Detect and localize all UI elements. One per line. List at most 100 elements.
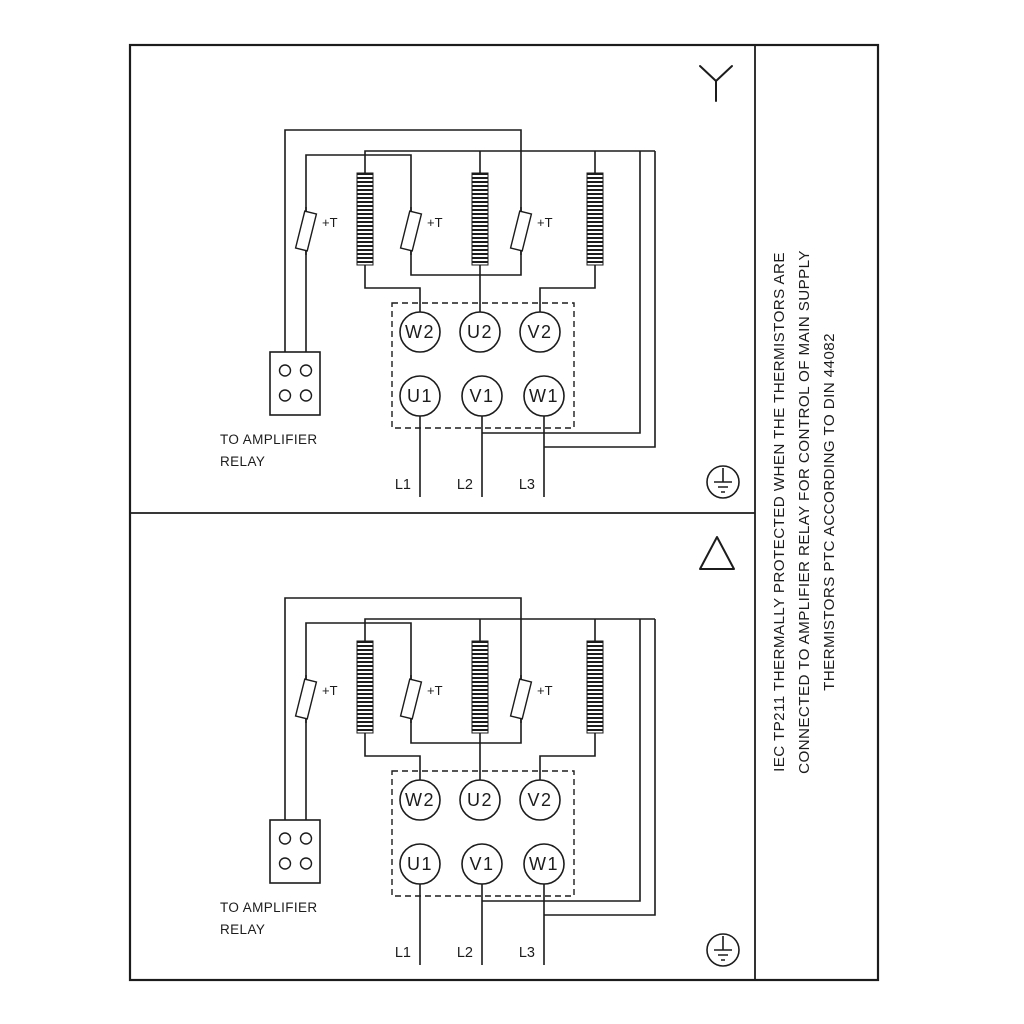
terminal-board-outline bbox=[391, 770, 575, 897]
terminal-board: W2 U2 V2 U1 V1 W1 bbox=[399, 779, 565, 885]
terminal-label: V1 bbox=[469, 854, 494, 874]
terminal-circle bbox=[399, 843, 441, 885]
side-note-line2: CONNECTED TO AMPLIFIER RELAY FOR CONTROL… bbox=[796, 250, 813, 774]
winding-terminal-wire bbox=[364, 733, 596, 780]
terminal-circle bbox=[523, 843, 565, 885]
winding-coil bbox=[586, 640, 604, 734]
thermistor-icon bbox=[509, 210, 533, 252]
terminal-label: W2 bbox=[405, 790, 435, 810]
winding-coil bbox=[471, 640, 489, 734]
supply-label-l1: L1 bbox=[395, 477, 411, 493]
thermistors: +T +T +T bbox=[294, 210, 553, 252]
terminal-u1: U1 bbox=[399, 375, 441, 417]
terminal-board-outline bbox=[391, 302, 575, 429]
ground-icon bbox=[706, 465, 740, 499]
relay-pin bbox=[278, 832, 292, 845]
frame bbox=[128, 43, 880, 982]
panel-star: +T +T +T W2 U2 V2 U1 bbox=[220, 65, 740, 499]
supply-label-l2: L2 bbox=[457, 945, 473, 961]
terminal-v1: V1 bbox=[461, 843, 503, 885]
terminal-v2: V2 bbox=[519, 311, 561, 353]
amplifier-relay-connector: TO AMPLIFIER RELAY bbox=[220, 819, 321, 937]
terminal-v1: V1 bbox=[461, 375, 503, 417]
terminal-w2: W2 bbox=[399, 779, 441, 821]
relay-pin bbox=[278, 857, 292, 870]
terminal-label: V2 bbox=[527, 322, 552, 342]
terminal-circle bbox=[399, 311, 441, 353]
terminal-v2: V2 bbox=[519, 779, 561, 821]
motor-windings bbox=[356, 640, 604, 734]
winding-coil bbox=[586, 172, 604, 266]
ground-mark bbox=[714, 468, 732, 493]
terminal-label: W1 bbox=[529, 854, 559, 874]
relay-pin bbox=[299, 857, 313, 870]
thermistor-icon bbox=[294, 678, 318, 720]
thermistor-icon bbox=[399, 678, 423, 720]
terminal-circle bbox=[461, 843, 503, 885]
winding-coil bbox=[356, 640, 374, 734]
panel-delta: +T +T +T W2 U2 V2 U1 bbox=[220, 536, 740, 967]
thermistor-icon bbox=[294, 210, 318, 252]
relay-pin bbox=[278, 389, 292, 402]
supply-label-l3: L3 bbox=[519, 945, 535, 961]
thermistor-icon bbox=[509, 678, 533, 720]
terminal-circle bbox=[399, 779, 441, 821]
winding-coil bbox=[471, 172, 489, 266]
terminal-label: V2 bbox=[527, 790, 552, 810]
side-note-line1: IEC TP211 THERMALLY PROTECTED WHEN THE T… bbox=[771, 252, 788, 772]
supply-labels: L1 L2 L3 bbox=[395, 945, 535, 961]
terminal-w2: W2 bbox=[399, 311, 441, 353]
star-symbol bbox=[699, 65, 733, 102]
side-note: IEC TP211 THERMALLY PROTECTED WHEN THE T… bbox=[771, 250, 838, 774]
thermistor-label: +T bbox=[322, 683, 338, 698]
terminal-label: U1 bbox=[407, 854, 433, 874]
terminal-board: W2 U2 V2 U1 V1 W1 bbox=[399, 311, 565, 417]
winding-terminal-wire bbox=[364, 265, 596, 312]
supply-wires bbox=[419, 416, 545, 497]
terminal-circle bbox=[459, 311, 501, 353]
terminal-circle bbox=[399, 375, 441, 417]
thermistor-label: +T bbox=[322, 215, 338, 230]
ground-mark bbox=[714, 936, 732, 961]
relay-box bbox=[269, 819, 321, 884]
winding-coil bbox=[356, 172, 374, 266]
terminal-u1: U1 bbox=[399, 843, 441, 885]
relay-note-line1: TO AMPLIFIER bbox=[220, 432, 318, 447]
thermistor-label: +T bbox=[537, 683, 553, 698]
terminal-w1: W1 bbox=[523, 375, 565, 417]
thermistor-icon bbox=[399, 210, 423, 252]
delta-symbol bbox=[699, 536, 735, 570]
terminal-label: W1 bbox=[529, 386, 559, 406]
thermistor-label: +T bbox=[537, 215, 553, 230]
thermistor-label: +T bbox=[427, 215, 443, 230]
terminal-u2: U2 bbox=[459, 311, 501, 353]
relay-note-line1: TO AMPLIFIER bbox=[220, 900, 318, 915]
ground-icon bbox=[706, 933, 740, 967]
side-note-line3: THERMISTORS PTC ACCORDING TO DIN 44082 bbox=[821, 333, 838, 691]
relay-note-line2: RELAY bbox=[220, 922, 265, 937]
terminal-u2: U2 bbox=[459, 779, 501, 821]
terminal-w1: W1 bbox=[523, 843, 565, 885]
supply-label-l3: L3 bbox=[519, 477, 535, 493]
terminal-circle bbox=[519, 779, 561, 821]
terminal-label: U2 bbox=[467, 322, 493, 342]
relay-pin bbox=[299, 364, 313, 377]
terminal-label: U2 bbox=[467, 790, 493, 810]
amplifier-relay-connector: TO AMPLIFIER RELAY bbox=[220, 351, 321, 469]
relay-pin bbox=[299, 389, 313, 402]
relay-pin bbox=[299, 832, 313, 845]
terminal-label: V1 bbox=[469, 386, 494, 406]
delta-icon bbox=[699, 536, 735, 570]
star-icon bbox=[699, 65, 733, 102]
supply-labels: L1 L2 L3 bbox=[395, 477, 535, 493]
terminal-circle bbox=[523, 375, 565, 417]
terminal-circle bbox=[459, 779, 501, 821]
thermistor-label: +T bbox=[427, 683, 443, 698]
terminal-label: W2 bbox=[405, 322, 435, 342]
terminal-circle bbox=[519, 311, 561, 353]
supply-label-l2: L2 bbox=[457, 477, 473, 493]
winding-bus-wire bbox=[364, 150, 656, 448]
